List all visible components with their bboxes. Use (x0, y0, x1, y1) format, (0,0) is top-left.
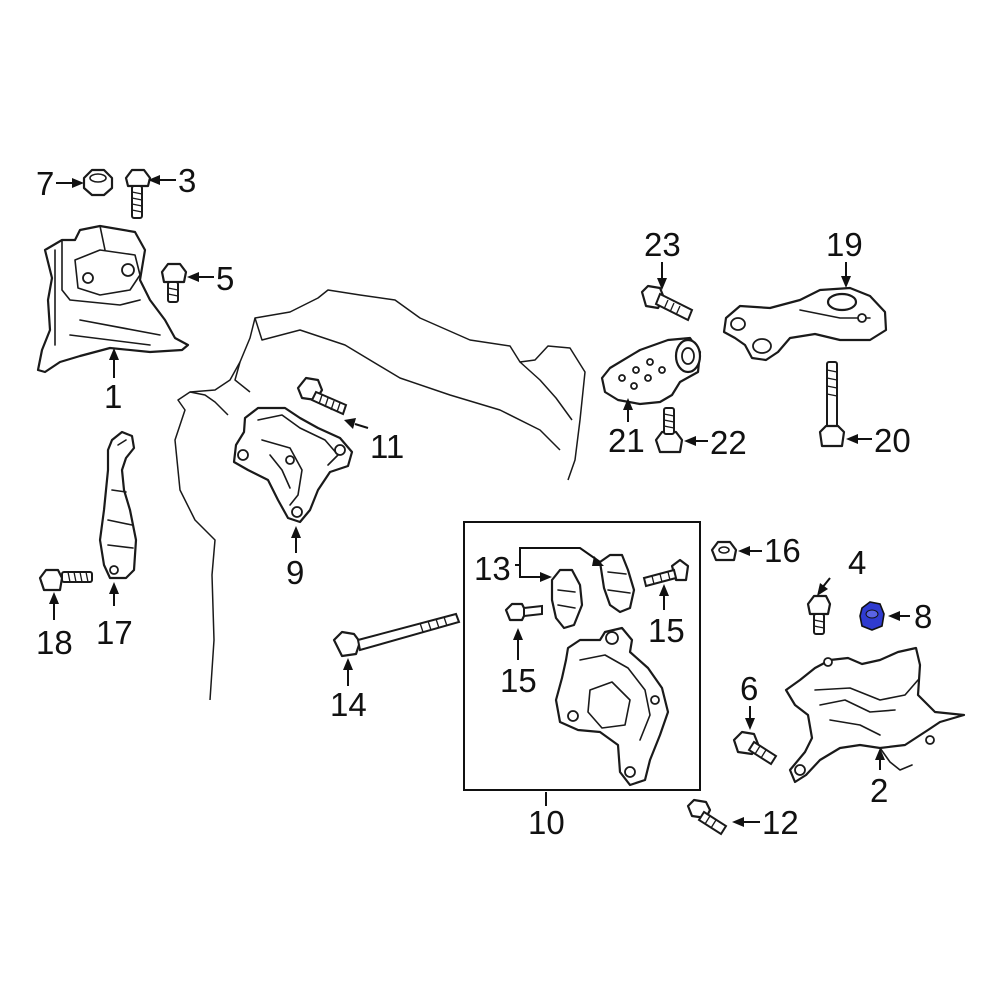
callout-6[interactable]: 6 (740, 670, 758, 707)
part-12-bolt (686, 798, 728, 836)
part-1-engine-mount-bracket (36, 224, 190, 374)
callout-15-right[interactable]: 15 (648, 612, 685, 649)
part-20-long-bolt (818, 361, 846, 448)
callout-10[interactable]: 10 (528, 804, 565, 841)
callout-15-left[interactable]: 15 (500, 662, 537, 699)
callout-14[interactable]: 14 (330, 686, 367, 723)
part-14-long-bolt (332, 612, 461, 658)
part-7-nut (82, 168, 114, 197)
part-23-bolt (640, 284, 694, 322)
part-19-torque-rod (722, 286, 888, 362)
callout-8[interactable]: 8 (914, 598, 932, 635)
engine-block-outline (174, 289, 586, 701)
callout-5[interactable]: 5 (216, 260, 234, 297)
callout-4[interactable]: 4 (848, 544, 866, 581)
callout-3[interactable]: 3 (178, 162, 196, 199)
callout-9[interactable]: 9 (286, 554, 304, 591)
part-10-kit-box (463, 521, 701, 791)
part-9-bracket (232, 406, 354, 524)
part-17-bracket (98, 430, 138, 580)
callout-labels: 7 3 5 1 11 9 17 18 14 13 15 15 10 16 4 8… (36, 162, 932, 841)
callout-7[interactable]: 7 (36, 165, 54, 202)
callout-12[interactable]: 12 (762, 804, 799, 841)
callout-18[interactable]: 18 (36, 624, 73, 661)
callout-19[interactable]: 19 (826, 226, 863, 263)
callout-16[interactable]: 16 (764, 532, 801, 569)
callout-17[interactable]: 17 (96, 614, 133, 651)
part-4-bolt (806, 594, 832, 635)
callout-1[interactable]: 1 (104, 378, 122, 415)
callout-22[interactable]: 22 (710, 424, 747, 461)
callout-leaders (49, 175, 910, 827)
part-22-bolt (654, 407, 684, 454)
part-5-bolt (160, 262, 188, 303)
part-6-bolt (732, 730, 778, 766)
callout-21[interactable]: 21 (608, 422, 645, 459)
part-16-nut (710, 540, 738, 562)
part-11-bolt (296, 376, 348, 416)
callout-20[interactable]: 20 (874, 422, 911, 459)
part-21-bracket (600, 336, 702, 406)
callout-2[interactable]: 2 (870, 772, 888, 809)
callout-11[interactable]: 11 (370, 428, 404, 465)
part-2-transmission-mount (784, 646, 966, 784)
part-18-bolt (38, 568, 93, 592)
callout-23[interactable]: 23 (644, 226, 681, 263)
part-8-flange-nut-highlighted[interactable] (859, 601, 885, 631)
part-3-bolt (124, 168, 152, 219)
callout-13[interactable]: 13 (474, 550, 511, 587)
